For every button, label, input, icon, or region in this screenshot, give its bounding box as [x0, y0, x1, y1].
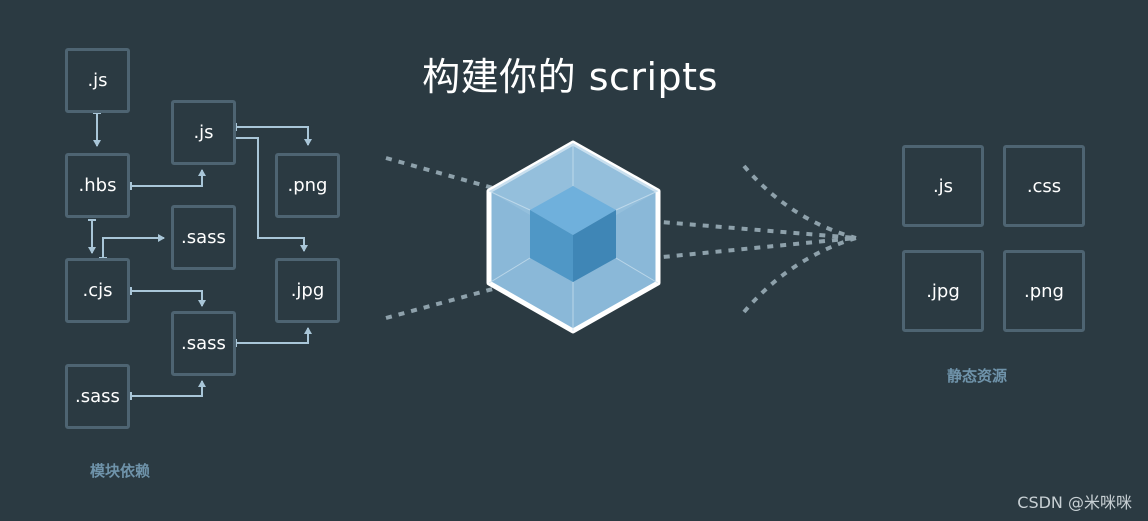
flow-out-bottom-curve: [742, 236, 857, 314]
arrow-cjs-to-sass1: [102, 234, 165, 258]
arrow-js2-to-jpg: [236, 137, 308, 252]
cube-inner-right: [573, 210, 616, 282]
module-box-js: .js: [65, 48, 130, 113]
flow-out-top-curve: [742, 164, 857, 240]
arrow-sass2-to-jpg: [236, 327, 312, 344]
module-box-png: .png: [275, 153, 340, 218]
cube-inner-left: [530, 210, 573, 282]
module-box-cjs: .cjs: [65, 258, 130, 323]
arrow-cjs-to-sass2: [131, 290, 206, 307]
module-box-js: .js: [171, 100, 236, 165]
diagram-title: 构建你的 scripts: [422, 55, 718, 99]
webpack-cube-icon: [486, 140, 661, 334]
module-box-sass: .sass: [171, 205, 236, 270]
watermark-text: CSDN @米咪咪: [1017, 493, 1132, 512]
asset-box-css: .css: [1003, 145, 1085, 227]
flow-in-lower: [385, 285, 501, 320]
module-box-sass: .sass: [171, 311, 236, 376]
incoming-flow-lines: [385, 156, 501, 320]
dependency-arrows: [88, 112, 312, 400]
arrow-js2-to-png: [236, 126, 312, 146]
module-box-jpg: .jpg: [275, 258, 340, 323]
modules-caption: 模块依赖: [89, 462, 150, 480]
asset-box-jpg: .jpg: [902, 250, 984, 332]
asset-box-js: .js: [902, 145, 984, 227]
flow-in-upper: [385, 156, 501, 192]
arrow-hbs-to-js2: [131, 169, 206, 187]
assets-caption: 静态资源: [946, 367, 1007, 385]
cube-inner-top: [530, 186, 616, 235]
module-box-sass: .sass: [65, 364, 130, 429]
module-box-hbs: .hbs: [65, 153, 130, 218]
asset-box-png: .png: [1003, 250, 1085, 332]
arrow-sass3-to-sass2: [131, 380, 206, 397]
